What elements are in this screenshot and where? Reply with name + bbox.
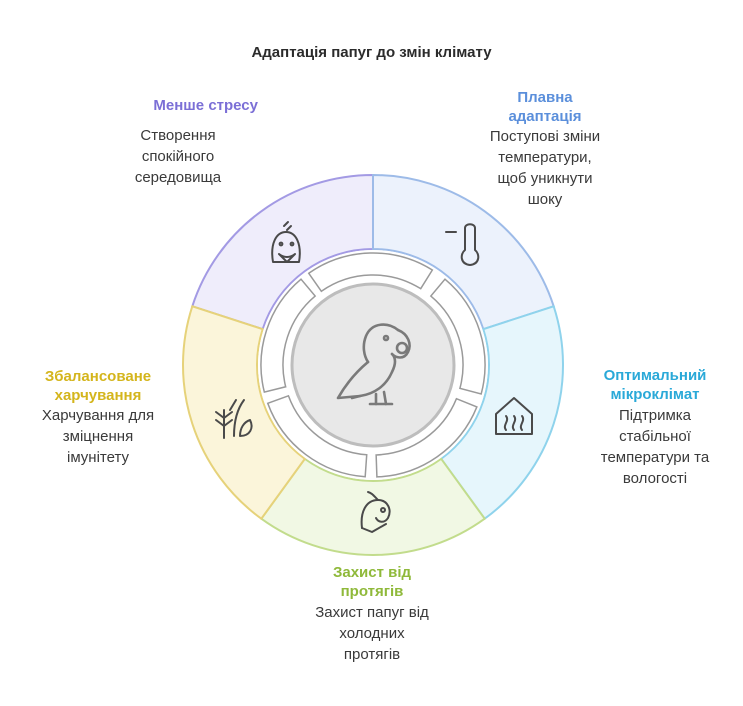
inner-arc-3 [266,394,368,478]
parrot-small-icon [360,491,391,533]
label-balanced-nutrition-title: Збалансоване харчування [44,368,152,404]
inner-arc-2 [375,397,478,478]
house-humidity-icon [495,397,533,435]
label-draft-protection-title: Захист від протягів [332,564,412,600]
inner-ring [260,252,486,478]
label-optimal-microclimate-title: Оптимальний мікроклімат [603,367,707,403]
segment-balanced-nutrition [182,305,307,521]
diagram-title: Адаптація папуг до змін клімату [251,44,492,61]
bird-icon [271,221,301,263]
inner-arc-0 [307,252,434,293]
label-smooth-adaptation-desc: Поступові зміни температури, щоб уникнут… [489,128,601,208]
label-balanced-nutrition-desc: Харчування для зміцнення імунітету [41,407,155,466]
inner-arc-1 [429,278,486,395]
thermometer-icon [445,223,480,266]
parrot-icon [336,323,411,406]
label-less-stress-desc: Створення спокійного середовища [134,127,222,186]
center-disc [290,282,456,448]
label-draft-protection-desc: Захист папуг від холодних протягів [315,604,429,663]
label-optimal-microclimate-desc: Підтримка стабільної температури та воло… [600,407,710,487]
inner-arc-4 [260,278,317,394]
label-less-stress-title: Менше стресу [153,97,258,114]
plant-icon [215,399,253,439]
label-smooth-adaptation-title: Плавна адаптація [508,89,582,125]
